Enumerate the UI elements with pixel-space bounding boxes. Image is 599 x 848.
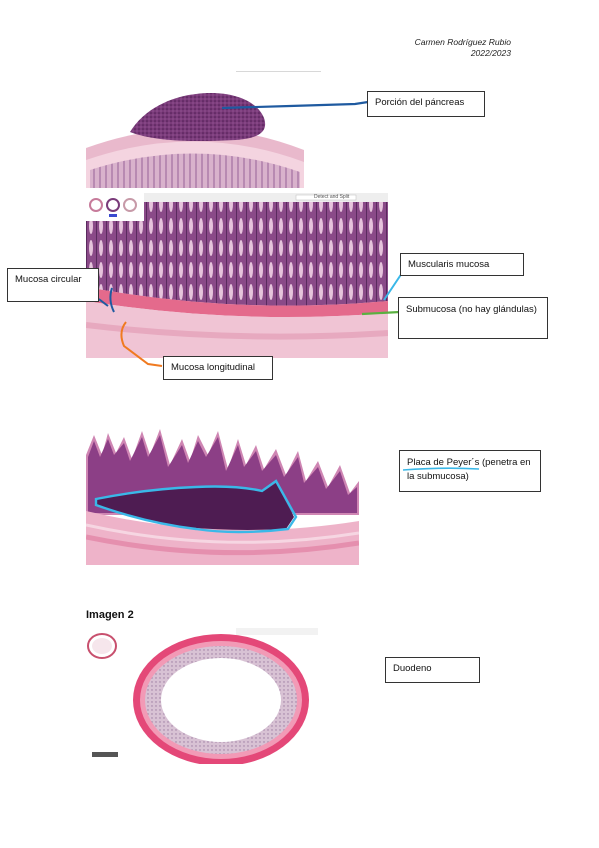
author-name: Carmen Rodríguez Rubio (414, 37, 511, 47)
author-block: Carmen Rodríguez Rubio 2022/2023 (415, 37, 511, 59)
heading-imagen-2: Imagen 2 (86, 609, 134, 621)
viewer-title: Detect and Split (314, 194, 350, 200)
divider (236, 71, 321, 72)
annotation-lines-wall (82, 269, 405, 367)
label-mucosa-longitudinal: Mucosa longitudinal (163, 356, 273, 380)
label-duodeno: Duodeno (385, 657, 480, 683)
label-peyer: Placa de Peyer´s (penetra en la submucos… (399, 450, 541, 492)
label-submucosa: Submucosa (no hay glándulas) (398, 297, 548, 339)
label-muscularis-mucosa: Muscularis mucosa (400, 253, 524, 276)
pancreas-micrograph (86, 88, 304, 188)
label-mucosa-circular: Mucosa circular (7, 268, 99, 302)
pancreas-pointer-line (221, 100, 369, 110)
author-year: 2022/2023 (470, 48, 511, 58)
wall-micrograph: Detect and Split (86, 193, 388, 358)
label-pancreas: Porción del páncreas (367, 91, 485, 117)
duodeno-micrograph (86, 628, 318, 764)
peyer-underline (403, 467, 480, 471)
peyer-micrograph (86, 425, 359, 565)
